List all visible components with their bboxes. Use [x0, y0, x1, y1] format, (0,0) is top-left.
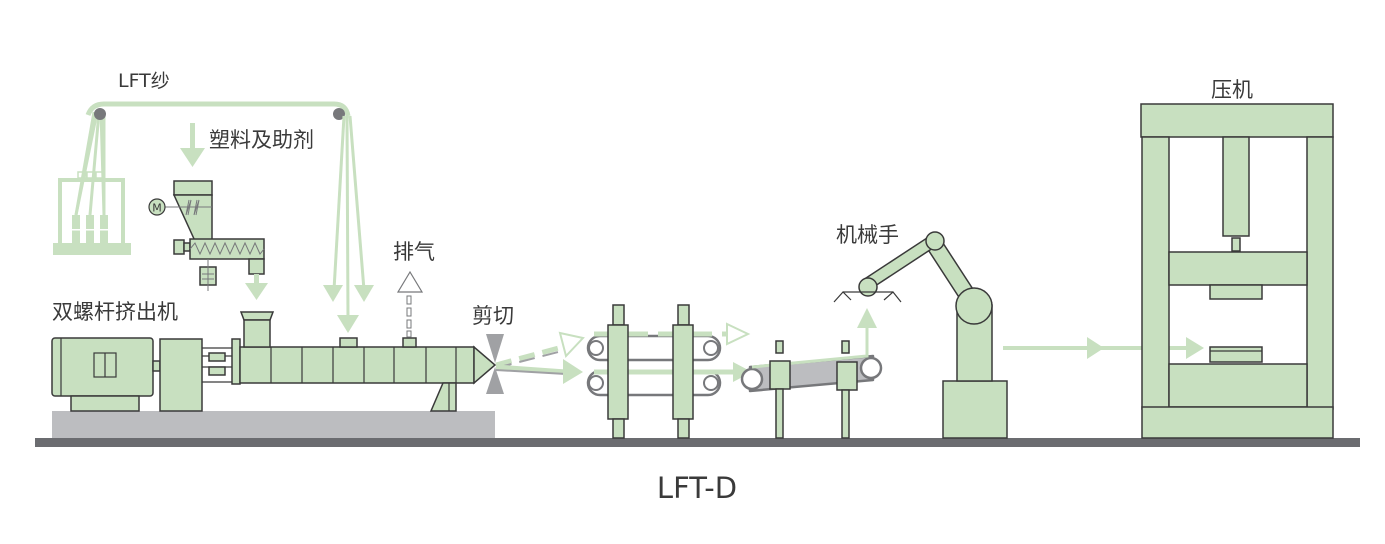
floor-line: [35, 438, 1360, 447]
cut-flow-arrows: [495, 331, 585, 384]
twin-screw-extruder: [51, 311, 497, 412]
guide-roller-left: [94, 108, 106, 120]
guide-roller-right: [333, 108, 345, 120]
label-additives: 塑料及助剂: [209, 128, 314, 152]
feeder: M: [148, 180, 265, 291]
motor-label: M: [152, 202, 162, 215]
robot-arm: [833, 231, 1008, 439]
label-cutting: 剪切: [472, 304, 514, 328]
inclined-conveyor: [740, 308, 883, 439]
double-belt-unit: [586, 304, 752, 439]
additives-arrow: [180, 123, 205, 167]
extruder-platform: [52, 411, 495, 439]
diagram-title: LFT-D: [657, 471, 737, 505]
label-lft-fiber: LFT纱: [118, 70, 170, 92]
press-feed-arrows: [1003, 337, 1204, 359]
fiber-feed-arrows: [323, 115, 374, 333]
label-vent: 排气: [393, 240, 435, 264]
cutter: [486, 334, 504, 394]
label-extruder: 双螺杆挤出机: [52, 300, 178, 324]
vent-arrow: [396, 270, 424, 338]
press: [1140, 103, 1334, 439]
label-robot: 机械手: [836, 223, 899, 247]
fiber-creel: [53, 111, 131, 255]
feeder-output-arrow: [245, 274, 268, 300]
label-press: 压机: [1211, 78, 1253, 102]
fiber-overhead-path: [85, 101, 351, 117]
motor-icon: [148, 198, 166, 216]
